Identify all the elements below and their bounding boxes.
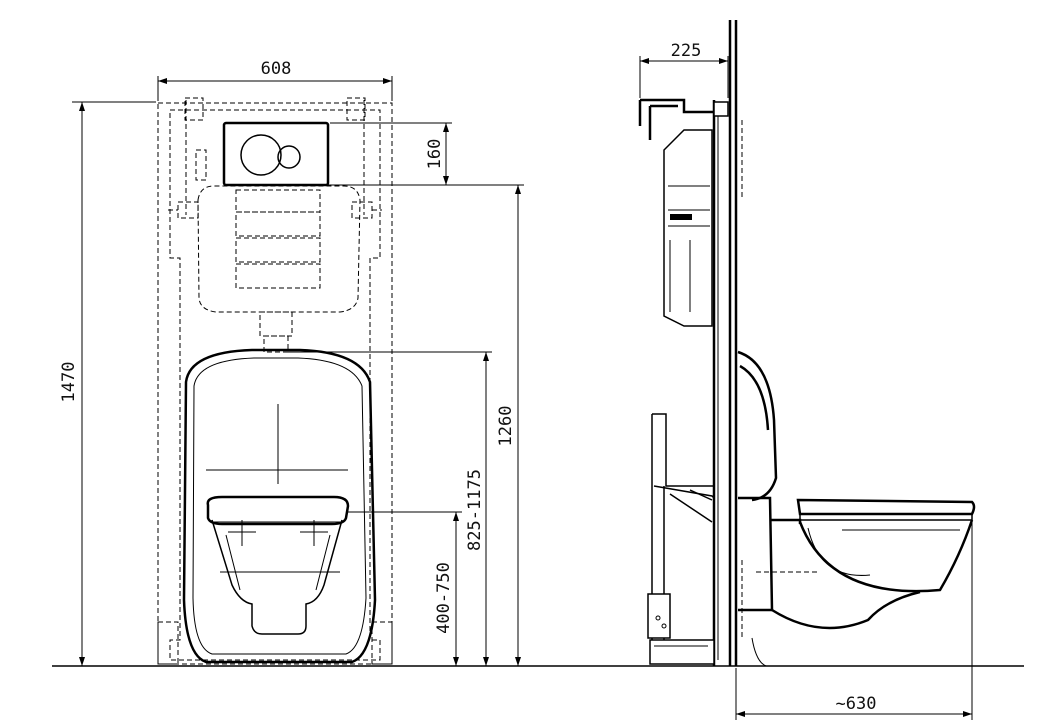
- flush-button-large: [240, 134, 282, 176]
- cistern-side: [663, 129, 713, 327]
- flush-button-small: [277, 145, 301, 169]
- label-400-750: 400-750: [434, 562, 454, 634]
- label-825-1175: 825-1175: [465, 469, 485, 551]
- label-630: ~630: [836, 694, 877, 714]
- installation-frame: [157, 97, 393, 665]
- label-160: 160: [425, 139, 445, 170]
- dim-frame-width: 608: [157, 59, 393, 101]
- flush-plate: [222, 121, 330, 187]
- wall: [728, 20, 743, 666]
- dim-plate-height: 160: [330, 122, 452, 186]
- dim-frame-depth: 225: [639, 41, 729, 98]
- label-608: 608: [261, 59, 292, 79]
- dim-seat-range: 400-750: [346, 511, 462, 666]
- pan-front: [182, 348, 377, 664]
- dim-projection: ~630: [735, 522, 973, 720]
- label-1470: 1470: [59, 362, 79, 403]
- dim-total-height: 1470: [59, 101, 156, 666]
- frame-legs-side: [647, 413, 715, 665]
- frame-rail-side: [638, 98, 729, 666]
- dim-connection-range: 825-1175: [288, 351, 492, 666]
- cistern: [197, 185, 361, 353]
- front-view: 608 1470 160 1260: [59, 59, 524, 666]
- pan-side: [737, 350, 976, 667]
- side-view: 225 ~630: [638, 20, 976, 720]
- dim-flush-height: 1260: [300, 184, 524, 666]
- label-1260: 1260: [496, 406, 516, 447]
- label-225: 225: [671, 41, 702, 61]
